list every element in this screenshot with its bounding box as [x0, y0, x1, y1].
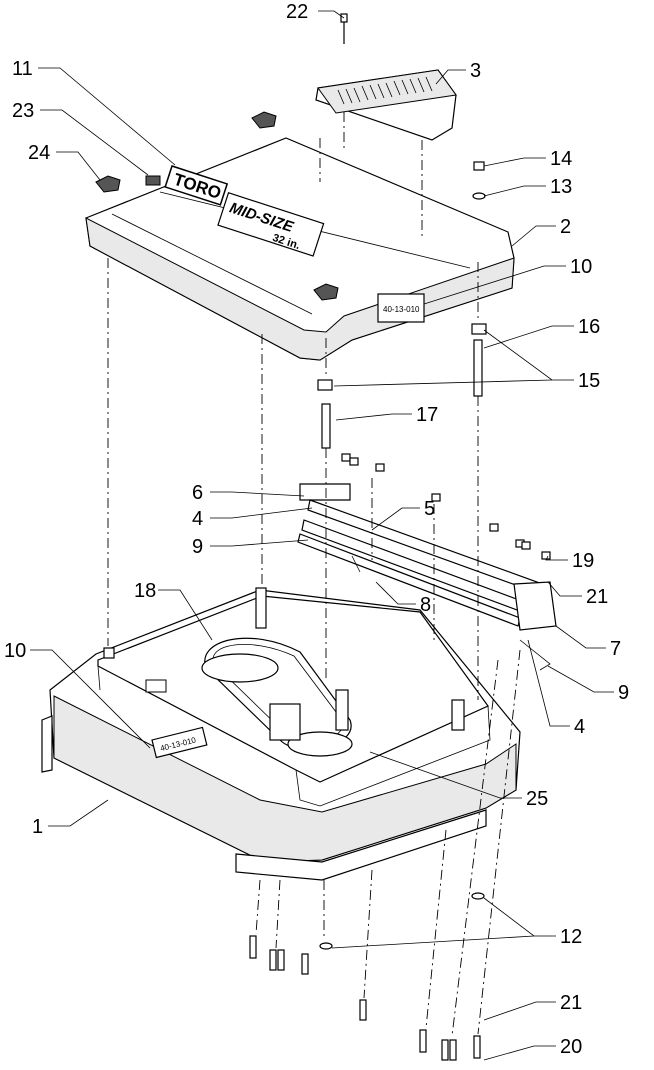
rail-assembly-part: [297, 483, 557, 671]
callout-21-bottom: 21: [560, 992, 582, 1014]
part-number-plate: 40-13-010: [377, 293, 425, 323]
deck-part-number-plate: 40-13-010: [151, 726, 208, 759]
callout-18: 18: [134, 580, 156, 602]
callout-17: 17: [416, 404, 438, 426]
callout-15: 15: [578, 370, 600, 392]
callout-4-top: 4: [192, 508, 203, 530]
callout-20: 20: [560, 1036, 582, 1058]
safety-decal-small: [145, 175, 161, 186]
callout-1: 1: [32, 816, 43, 838]
deck-warning-decal: [145, 679, 167, 693]
cover-decal: TORO MID-SIZE 32 in.: [164, 165, 325, 257]
callout-2: 2: [560, 216, 571, 238]
assembly-centerlines: [107, 112, 521, 1037]
callout-14: 14: [550, 148, 572, 170]
callout-10-bottom: 10: [4, 640, 26, 662]
callout-13: 13: [550, 176, 572, 198]
callout-5: 5: [424, 498, 435, 520]
callout-16: 16: [578, 316, 600, 338]
callout-9-bottom: 9: [618, 682, 629, 704]
knob-part: [95, 111, 339, 301]
callout-4-bottom: 4: [574, 716, 585, 738]
callout-6: 6: [192, 482, 203, 504]
callout-21-top: 21: [586, 586, 608, 608]
callout-23: 23: [12, 100, 34, 122]
callout-10-top: 10: [570, 256, 592, 278]
discharge-guard-part: [315, 13, 457, 141]
callout-9-top: 9: [192, 536, 203, 558]
callout-12: 12: [560, 926, 582, 948]
leader-lines: [30, 10, 614, 1061]
callout-8: 8: [420, 594, 431, 616]
hardware-parts: [103, 161, 551, 1061]
mower-deck-part: [41, 589, 521, 881]
callout-labels: 22 3 11 23 24 14 13 2 10 16 15 17 6 4 5 …: [4, 1, 629, 1058]
callout-25: 25: [526, 788, 548, 810]
part-number-text: 40-13-010: [383, 305, 420, 314]
callout-7: 7: [610, 638, 621, 660]
callout-11: 11: [12, 58, 33, 80]
callout-22: 22: [286, 1, 308, 23]
callout-3: 3: [470, 60, 481, 82]
callout-24: 24: [28, 142, 50, 164]
callout-19: 19: [572, 550, 594, 572]
